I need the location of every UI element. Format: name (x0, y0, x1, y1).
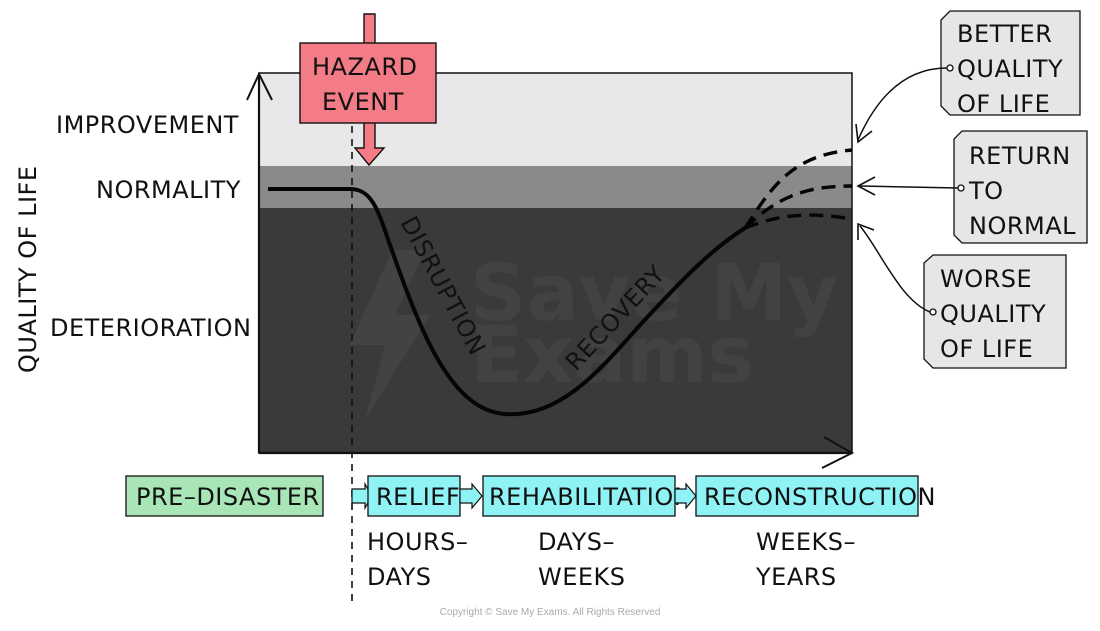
normal-connector (859, 185, 959, 189)
better-connector (857, 67, 948, 141)
reconstruction-duration-line2: YEARS (755, 563, 837, 591)
y-axis-arrow-icon (246, 71, 273, 101)
rehabilitation-box (482, 475, 676, 517)
worse-connector-arrow-icon (857, 222, 875, 240)
phase-arrow-2-icon (459, 482, 483, 510)
better-line3: OF LIFE (957, 90, 1050, 118)
relief-duration-line1: HOURS– (367, 528, 468, 556)
rehabilitation-duration-line1: DAYS– (538, 528, 615, 556)
worse-connector (859, 225, 931, 313)
pre-disaster-box (125, 475, 324, 517)
relief-box (367, 475, 461, 517)
x-axis-arrow-icon (821, 436, 855, 469)
phase-arrow-3-icon (674, 482, 697, 510)
normal-connector-dot (957, 184, 965, 192)
copyright-text: Copyright © Save My Exams. All Rights Re… (440, 607, 661, 618)
watermark-logo-icon (350, 250, 430, 420)
hazard-label-line1: HAZARD (312, 53, 417, 81)
worse-line1: WORSE (940, 265, 1032, 293)
rehabilitation-duration-line2: WEEKS (538, 563, 626, 591)
normal-callout-box (953, 130, 1088, 244)
branch-better (743, 148, 853, 229)
relief-duration-line2: DAYS (367, 563, 432, 591)
level-normality: NORMALITY (96, 176, 241, 204)
better-line1: BETTER (957, 20, 1052, 48)
normal-line1: RETURN (969, 142, 1071, 170)
reconstruction-box (695, 475, 919, 517)
better-line2: QUALITY (957, 55, 1063, 83)
rehabilitation-label: REHABILITATION (489, 483, 692, 511)
worse-callout-box (923, 254, 1067, 369)
y-axis-label: QUALITY OF LIFE (14, 165, 42, 373)
level-improvement: IMPROVEMENT (56, 111, 239, 139)
branch-worse (744, 213, 853, 230)
worse-line3: OF LIFE (940, 335, 1033, 363)
normal-connector-arrow-icon (856, 176, 876, 196)
better-callout-box (940, 10, 1081, 116)
hazard-event-box (299, 42, 437, 124)
reconstruction-label: RECONSTRUCTION (704, 483, 936, 511)
pre-disaster-label: PRE–DISASTER (136, 483, 320, 511)
quality-of-life-curve (268, 187, 747, 417)
worse-line2: QUALITY (940, 300, 1046, 328)
watermark-line1: Save My (470, 249, 838, 339)
relief-label: RELIEF (376, 483, 460, 511)
better-connector-arrow-icon (855, 123, 873, 144)
better-connector-dot (946, 64, 954, 72)
reconstruction-duration-line1: WEEKS– (756, 528, 856, 556)
level-deterioration: DETERIORATION (50, 314, 251, 342)
normal-line2: TO (968, 177, 1004, 205)
worse-connector-dot (929, 308, 937, 316)
normality-zone (259, 166, 852, 209)
branch-normal (743, 184, 853, 230)
normal-line3: NORMAL (969, 212, 1076, 240)
hazard-label-line2: EVENT (322, 88, 404, 116)
